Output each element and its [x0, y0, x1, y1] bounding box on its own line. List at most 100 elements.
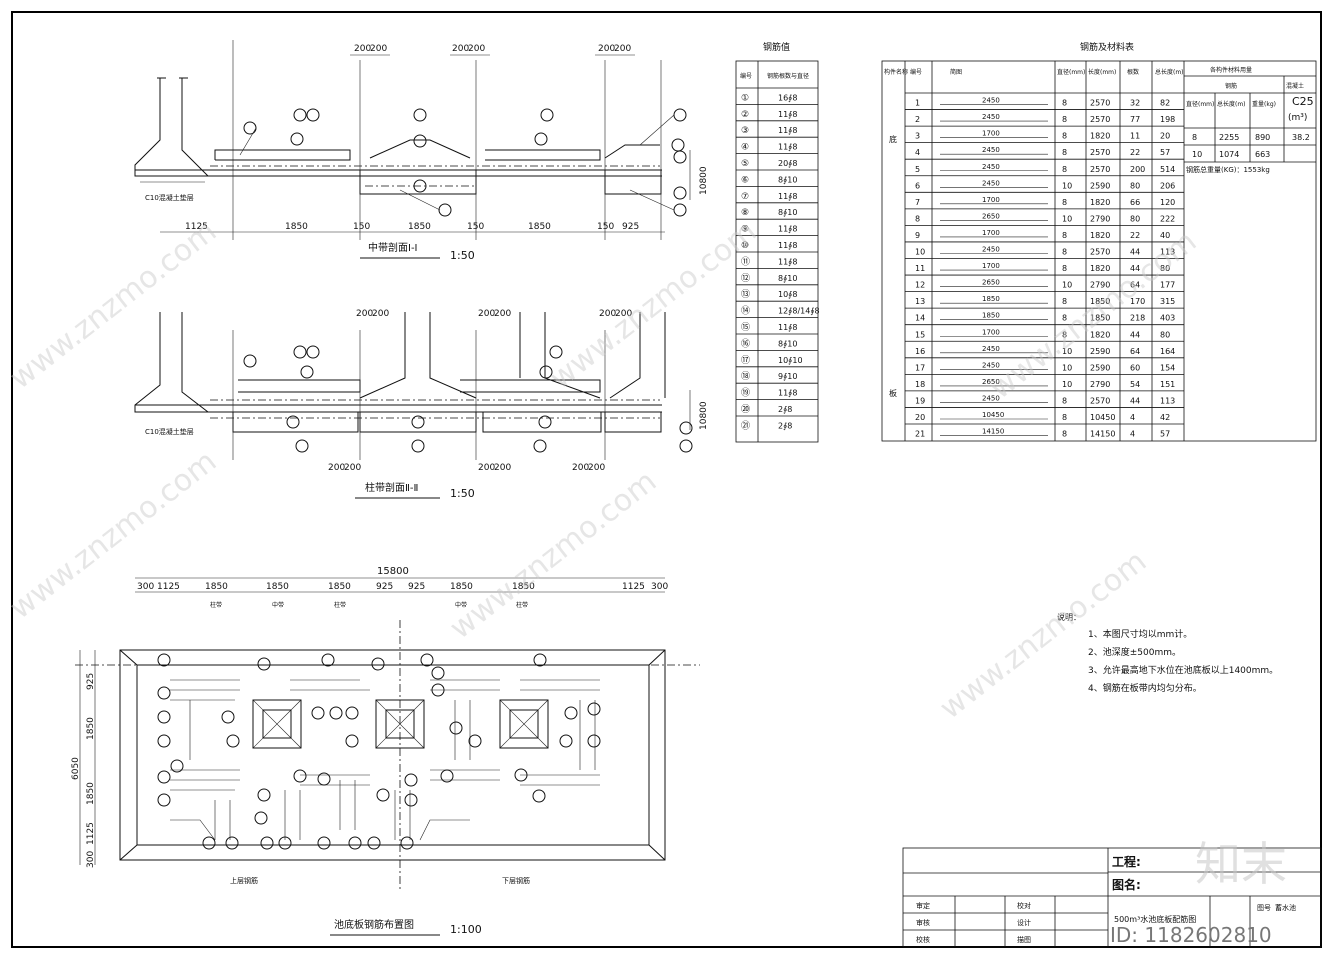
role-label: 校对: [1017, 901, 1031, 910]
group-label: 板: [889, 388, 897, 398]
section-2-height-dim: 10800: [699, 401, 709, 430]
summary-cell: 663: [1255, 150, 1270, 159]
rebar-spec: 8∮10: [778, 175, 797, 184]
rebar-id: ⑨: [741, 225, 749, 235]
material-cell: 40: [1160, 231, 1170, 240]
material-cell: 11: [1130, 132, 1140, 141]
material-cell: 12: [915, 281, 925, 290]
material-cell: 315: [1160, 297, 1175, 306]
material-table-title: 钢筋及材料表: [1080, 41, 1134, 53]
material-cell: 5: [915, 165, 920, 174]
material-cell: 14: [915, 314, 925, 323]
dim-text: 925: [86, 673, 96, 690]
material-cell: 80: [1130, 214, 1140, 223]
material-cell: 2570: [1090, 396, 1110, 405]
rebar-id: ⑤: [741, 159, 749, 169]
summary-sub-header: 直径(mm): [1186, 100, 1214, 108]
material-cell: 113: [1160, 396, 1175, 405]
dim-text: 200: [478, 309, 495, 319]
header-cell: 编号: [910, 68, 922, 76]
dim-text: 1850: [86, 782, 96, 805]
dim-text: 200: [328, 463, 345, 473]
material-cell: 80: [1160, 330, 1170, 339]
material-cell: 10: [1062, 363, 1072, 372]
rebar-id: ③: [741, 126, 749, 136]
material-cell: 17: [915, 363, 925, 372]
rebar-spec: 10∮10: [778, 356, 803, 365]
section-2-concrete-label: C10混凝土垫层: [145, 427, 194, 436]
material-cell: 77: [1130, 115, 1140, 124]
plan-total-dim: 15800: [377, 566, 409, 577]
summary-cell: 890: [1255, 133, 1270, 142]
dim-text: 1850: [528, 222, 551, 232]
material-cell: 8: [1062, 148, 1067, 157]
material-cell: 14150: [1090, 430, 1115, 439]
material-cell: 10: [1062, 281, 1072, 290]
material-cell: 8: [1062, 132, 1067, 141]
plan-drawing: [75, 577, 700, 890]
material-cell: 44: [1130, 330, 1140, 339]
material-cell: 54: [1130, 380, 1140, 389]
material-cell: 21: [915, 430, 925, 439]
material-cell: 206: [1160, 181, 1175, 190]
dim-text: 1125: [622, 582, 645, 592]
summary-concrete-label: 混凝土: [1286, 82, 1304, 90]
dim-text: 1850: [205, 582, 228, 592]
bar-shape-length: 2450: [982, 246, 1000, 254]
dim-text: 1850: [266, 582, 289, 592]
dim-text: 200: [372, 309, 389, 319]
rebar-id: ⑧: [741, 208, 749, 218]
material-cell: 19: [915, 396, 925, 405]
material-summary: 各构件材料用量 钢筋 混凝土 C25 (m³) 直径(mm) 总长度(m) 重量…: [1186, 66, 1314, 174]
dim-text: 200: [588, 463, 605, 473]
plan-title: 池底板钢筋布置图: [334, 918, 414, 931]
material-cell: 2790: [1090, 281, 1110, 290]
rebar-id: ⑳: [741, 404, 750, 415]
material-cell: 8: [1062, 248, 1067, 257]
material-cell: 2570: [1090, 148, 1110, 157]
dim-text: 150: [467, 222, 484, 232]
summary-concrete-value: 38.2: [1292, 133, 1310, 142]
sheet-border: [11, 11, 1322, 948]
dim-text: 1850: [408, 222, 431, 232]
material-cell: 113: [1160, 248, 1175, 257]
bar-shape-length: 2450: [982, 163, 1000, 171]
notes: 说明： 1、本图尺寸均以mm计。 2、池深度±500mm。 3、允许最高地下水位…: [1057, 612, 1278, 694]
dim-text: 200: [614, 44, 631, 54]
material-cell: 8: [1062, 115, 1067, 124]
summary-concrete-grade: C25: [1292, 95, 1314, 108]
role-label: 审定: [916, 901, 930, 910]
dim-text: 925: [408, 582, 425, 592]
rebar-table-grid: [735, 60, 819, 443]
dim-text: 6050: [71, 757, 81, 780]
strip-label: 中带: [272, 601, 284, 609]
title-block-grid: [902, 847, 1322, 948]
material-cell: 10: [1062, 181, 1072, 190]
material-cell: 20: [1160, 132, 1170, 141]
material-cell: 2570: [1090, 165, 1110, 174]
summary-cell: 8: [1192, 133, 1197, 142]
material-cell: 8: [1062, 297, 1067, 306]
material-cell: 9: [915, 231, 920, 240]
rebar-spec: 11∮8: [778, 241, 797, 250]
material-cell: 8: [915, 214, 920, 223]
material-cell: 4: [915, 148, 920, 157]
plan-scale: 1:100: [450, 923, 482, 936]
note-item: 2、池深度±500mm。: [1088, 646, 1181, 658]
material-cell: 10450: [1090, 413, 1115, 422]
header-cell: 根数: [1127, 68, 1139, 76]
material-table-grid: [881, 60, 1317, 442]
strip-label: 柱带: [210, 601, 222, 609]
material-cell: 22: [1130, 148, 1140, 157]
material-cell: 151: [1160, 380, 1175, 389]
rebar-id: ⑥: [741, 175, 749, 185]
dim-text: 200: [452, 44, 469, 54]
rebar-spec: 11∮8: [778, 389, 797, 398]
material-cell: 64: [1130, 347, 1140, 356]
bar-shape-length: 10450: [982, 411, 1004, 419]
dim-text: 150: [597, 222, 614, 232]
material-cell: 8: [1062, 264, 1067, 273]
dim-text: 1125: [157, 582, 180, 592]
